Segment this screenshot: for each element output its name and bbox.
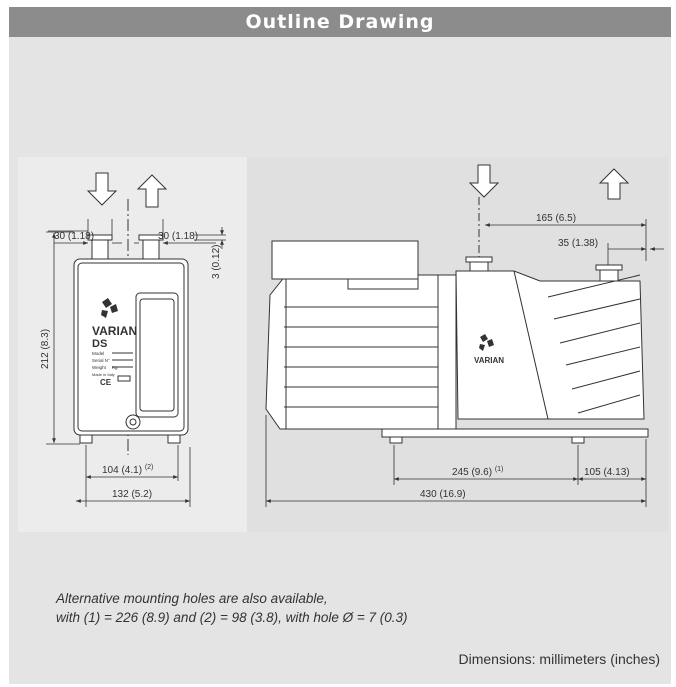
plate-model-label: Model <box>92 351 104 356</box>
dim-exhaust-offset: 35 (1.38) <box>558 238 598 249</box>
dim-top-left-2: 30 (1.18) <box>158 231 198 242</box>
dim-mount-holes: 245 (9.6) (1) <box>452 466 503 478</box>
dim-base-width-left-sup: (2) <box>145 464 154 471</box>
dim-flange-distance: 165 (6.5) <box>536 213 576 224</box>
side-view <box>265 164 649 444</box>
inlet-arrow-icon <box>86 172 118 206</box>
note-line-2: with (1) = 226 (8.9) and (2) = 98 (3.8),… <box>56 610 408 625</box>
drawing-area: VARIAN DS Model Serial N° Weight Kg Made… <box>18 157 668 532</box>
page-title: Outline Drawing <box>9 7 671 37</box>
dim-total-width-left: 132 (5.2) <box>112 489 152 500</box>
dim-base-width-left: 104 (4.1) (2) <box>102 464 153 476</box>
units-caption: Dimensions: millimeters (inches) <box>458 651 661 667</box>
brand-label-side: VARIAN <box>474 356 504 365</box>
end-view-dimensions <box>46 219 226 507</box>
dim-flange-offset: 3 (0.12) <box>211 245 222 279</box>
side-view-dimensions <box>265 219 664 507</box>
model-code-label: DS <box>92 338 107 350</box>
plate-made-label: Made in Italy <box>92 372 115 377</box>
dim-total-length: 430 (16.9) <box>420 489 466 500</box>
outline-drawing-panel: Outline Drawing <box>9 7 671 684</box>
plate-kg-label: Kg <box>112 365 118 370</box>
note-line-1: Alternative mounting holes are also avai… <box>56 591 328 606</box>
plate-ce-label: CE <box>100 378 112 387</box>
brand-label: VARIAN <box>92 324 137 338</box>
plate-weight-label: Weight <box>92 365 107 370</box>
alternative-mounting-note: Alternative mounting holes are also avai… <box>56 589 408 627</box>
pump-outline-svg: VARIAN DS Model Serial N° Weight Kg Made… <box>40 164 664 507</box>
plate-serial-label: Serial N° <box>92 358 110 363</box>
dim-mount-holes-sup: (1) <box>495 466 504 473</box>
inlet-arrow-icon <box>468 164 500 198</box>
exhaust-arrow-icon <box>598 168 630 200</box>
exhaust-arrow-icon <box>136 174 168 208</box>
varian-logo-icon <box>479 334 494 351</box>
dim-top-left-1: 30 (1.18) <box>54 231 94 242</box>
dim-foot-offset: 105 (4.13) <box>584 467 630 478</box>
varian-logo-icon <box>101 298 118 318</box>
end-view <box>73 172 189 455</box>
dim-height-total: 212 (8.3) <box>40 329 51 369</box>
